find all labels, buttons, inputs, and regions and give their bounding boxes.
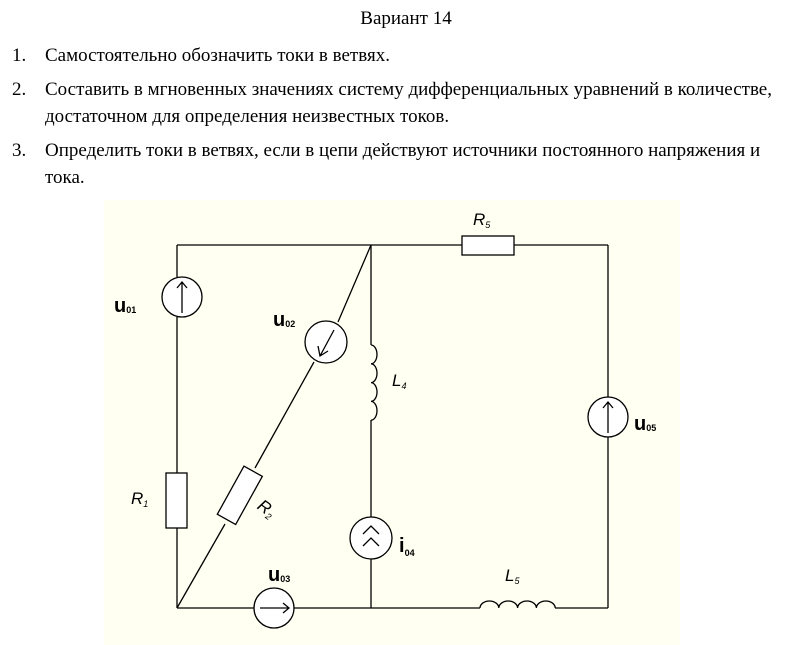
task-text: Составить в мгновенных значениях систему… bbox=[45, 79, 772, 127]
resistor-r1 bbox=[165, 472, 188, 529]
variant-title: Вариант 14 bbox=[360, 8, 452, 29]
arrow-down-left-icon bbox=[317, 329, 335, 358]
arrow-up-icon bbox=[602, 400, 614, 433]
resistor-r2 bbox=[216, 465, 264, 526]
label-r5: R5 bbox=[473, 210, 491, 230]
double-chevron-up-icon bbox=[362, 525, 380, 547]
label-l4: L4 bbox=[392, 371, 406, 391]
inductor-l5 bbox=[479, 600, 556, 609]
label-u01: u01 bbox=[114, 295, 136, 317]
label-l5: L5 bbox=[505, 566, 520, 586]
inductor-l4 bbox=[370, 344, 378, 421]
task-text: Самостоятельно обозначить токи в ветвях. bbox=[45, 45, 390, 66]
wires bbox=[176, 244, 609, 609]
task-text: Определить токи в ветвях, если в цепи де… bbox=[45, 140, 761, 188]
arrow-right-icon bbox=[260, 602, 291, 614]
arrow-up-icon bbox=[176, 280, 188, 313]
diagram-background bbox=[104, 200, 680, 645]
voltage-source-u02 bbox=[304, 320, 348, 364]
task-number: 3. bbox=[12, 140, 27, 161]
task-number: 1. bbox=[12, 45, 27, 66]
label-r1: R1 bbox=[131, 489, 148, 509]
resistor-r5 bbox=[461, 235, 515, 256]
label-u03: u03 bbox=[268, 564, 290, 586]
label-u02: u02 bbox=[273, 309, 295, 331]
task-number: 2. bbox=[12, 79, 27, 100]
label-i04: i04 bbox=[399, 535, 415, 558]
label-u05: u05 bbox=[634, 413, 656, 435]
